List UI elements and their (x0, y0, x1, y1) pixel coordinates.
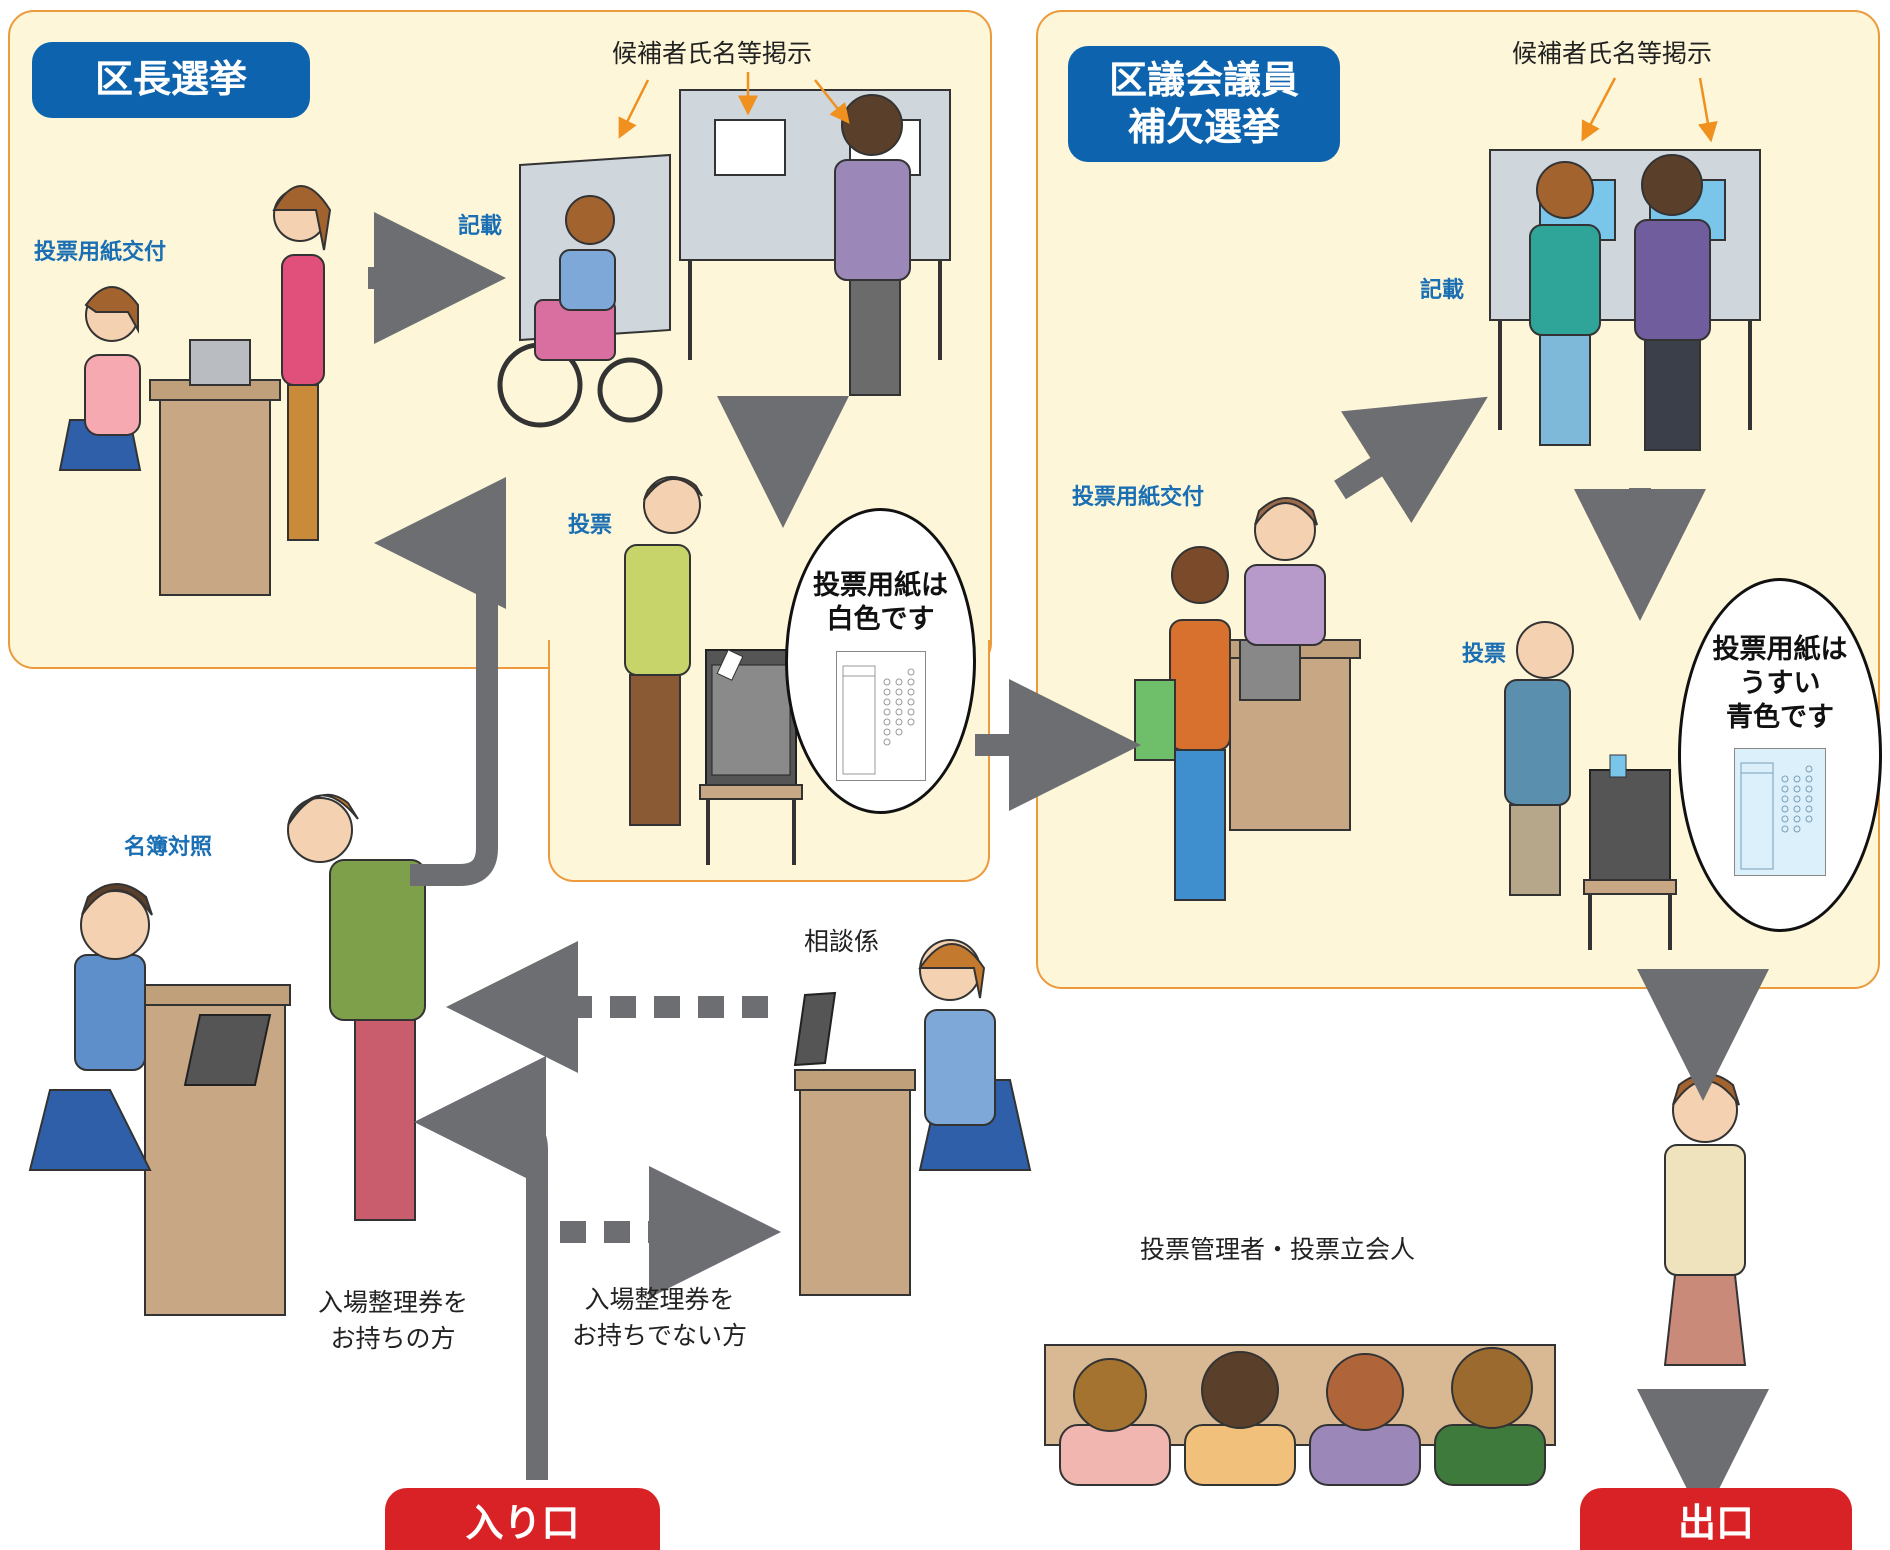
left-candidate-notice: 候補者氏名等掲示 (612, 36, 812, 72)
right-voter-woman-figure (1135, 547, 1230, 900)
right-election-title-line1: 区議会議員 (1109, 57, 1299, 105)
white-ballot-paper-icon (836, 651, 926, 781)
officials-label: 投票管理者・投票立会人 (1140, 1232, 1415, 1268)
left-ballot-note: 投票用紙は 白色です (813, 569, 948, 637)
right-writing-label: 記載 (1420, 272, 1464, 304)
right-ballot-box (1584, 755, 1676, 950)
with-ticket-line1: 入場整理券を (318, 1285, 468, 1321)
left-ballot-voter-figure (625, 477, 702, 825)
registry-desk (140, 985, 290, 1315)
consultation-label: 相談係 (804, 924, 879, 960)
left-ballot-note-line1: 投票用紙は (813, 569, 948, 603)
blue-ballot-paper-icon (1734, 748, 1826, 876)
left-ballot-note-bubble: 投票用紙は 白色です (785, 508, 976, 814)
officials-table (1045, 1345, 1555, 1485)
with-ticket-caption: 入場整理券を お持ちの方 (318, 1285, 468, 1358)
exiting-voter-figure (1665, 1074, 1745, 1365)
consultation-clerk-figure (920, 940, 1030, 1170)
right-distribution-desk (1220, 640, 1360, 830)
exit-label: 出口 (1678, 1492, 1754, 1547)
left-writing-label: 記載 (458, 208, 502, 240)
left-voting-label: 投票 (568, 507, 612, 539)
right-ballot-note-bubble: 投票用紙は うすい 青色です (1678, 578, 1882, 932)
left-clerk-figure (60, 287, 140, 470)
white-ballot-lines (837, 652, 925, 780)
left-election-title: 区長選挙 (95, 56, 247, 104)
blue-ballot-lines (1735, 749, 1825, 875)
standing-voter-purple-figure (835, 95, 910, 395)
entrance-sign: 入り口 (385, 1488, 660, 1550)
arrow-entrance-to-registry (480, 1122, 537, 1480)
left-election-title-badge: 区長選挙 (32, 42, 310, 118)
without-ticket-line2: お持ちでない方 (572, 1318, 747, 1354)
right-election-title-line2: 補欠選挙 (1128, 104, 1280, 152)
left-distribution-label: 投票用紙交付 (34, 234, 166, 266)
right-candidate-notice: 候補者氏名等掲示 (1512, 36, 1712, 72)
arrow-right-distribution-to-booths (1340, 432, 1432, 490)
exit-sign: 出口 (1580, 1488, 1852, 1550)
with-ticket-line2: お持ちの方 (318, 1321, 468, 1357)
right-distribution-label: 投票用紙交付 (1072, 479, 1204, 511)
right-ballot-voter-figure (1505, 622, 1573, 895)
without-ticket-caption: 入場整理券を お持ちでない方 (572, 1282, 747, 1355)
left-ballot-note-line2: 白色です (813, 603, 948, 637)
registry-check-label: 名簿対照 (124, 829, 212, 861)
right-ballot-note-line3: 青色です (1713, 701, 1848, 735)
right-clerk-figure (1245, 498, 1325, 645)
without-ticket-line1: 入場整理券を (572, 1282, 747, 1318)
right-election-title-badge: 区議会議員 補欠選挙 (1068, 46, 1340, 162)
right-ballot-note-line1: 投票用紙は (1713, 633, 1848, 667)
arrow-registry-to-left-zone (410, 543, 487, 875)
flow-arrows (368, 278, 1703, 1480)
registry-clerk-figure (30, 884, 152, 1170)
right-ballot-note-line2: うすい (1713, 667, 1848, 701)
right-voting-label: 投票 (1462, 636, 1506, 668)
right-ballot-note: 投票用紙は うすい 青色です (1713, 633, 1848, 734)
voter-with-ticket-figure (288, 795, 425, 1220)
left-voter-woman-figure (274, 186, 330, 540)
entrance-label: 入り口 (465, 1492, 579, 1547)
consultation-desk (795, 993, 915, 1295)
left-distribution-desk (150, 340, 280, 595)
